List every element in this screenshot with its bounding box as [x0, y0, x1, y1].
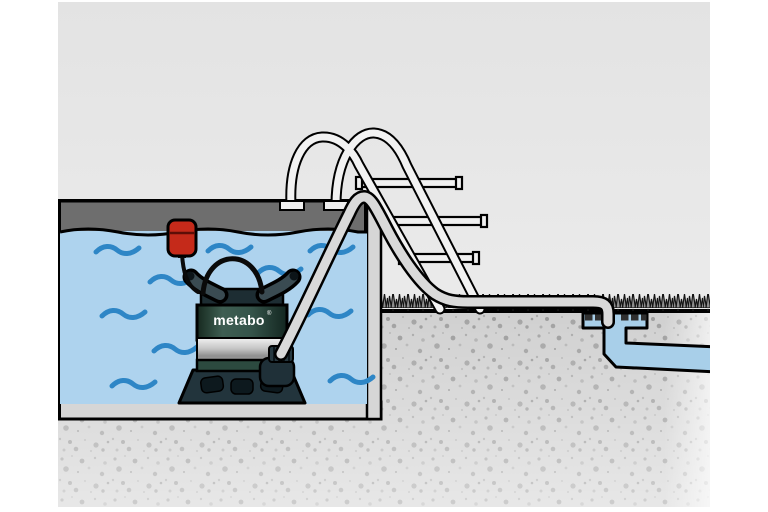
water-surface-line — [59, 227, 367, 237]
pool-rim-band — [58, 202, 365, 232]
pool-floor-slab — [58, 400, 383, 421]
float-switch — [166, 218, 265, 296]
ladder-rails — [285, 127, 486, 315]
drain-grate-bars — [585, 314, 647, 321]
ground-drain — [581, 311, 710, 374]
pump-outlet-elbow — [258, 345, 296, 388]
pool-left-edge — [58, 199, 61, 419]
pool-right-wall — [365, 196, 383, 421]
pool-ladder — [279, 127, 489, 315]
drain-water-channel — [581, 311, 710, 374]
concrete-ground — [58, 311, 710, 507]
pump-brand-label: metabo — [213, 312, 265, 328]
float-switch-body — [166, 218, 198, 258]
pump-brand-trademark: ® — [267, 310, 272, 317]
submersible-pump: metabo ® — [177, 268, 307, 405]
pump-handle-horns — [182, 268, 302, 304]
discharge-hose — [274, 190, 615, 361]
pump-handle-arc — [200, 256, 265, 296]
pump-body — [195, 303, 289, 342]
illustration-stage: metabo ® — [58, 2, 710, 507]
pool-rim-top-line — [58, 199, 368, 203]
